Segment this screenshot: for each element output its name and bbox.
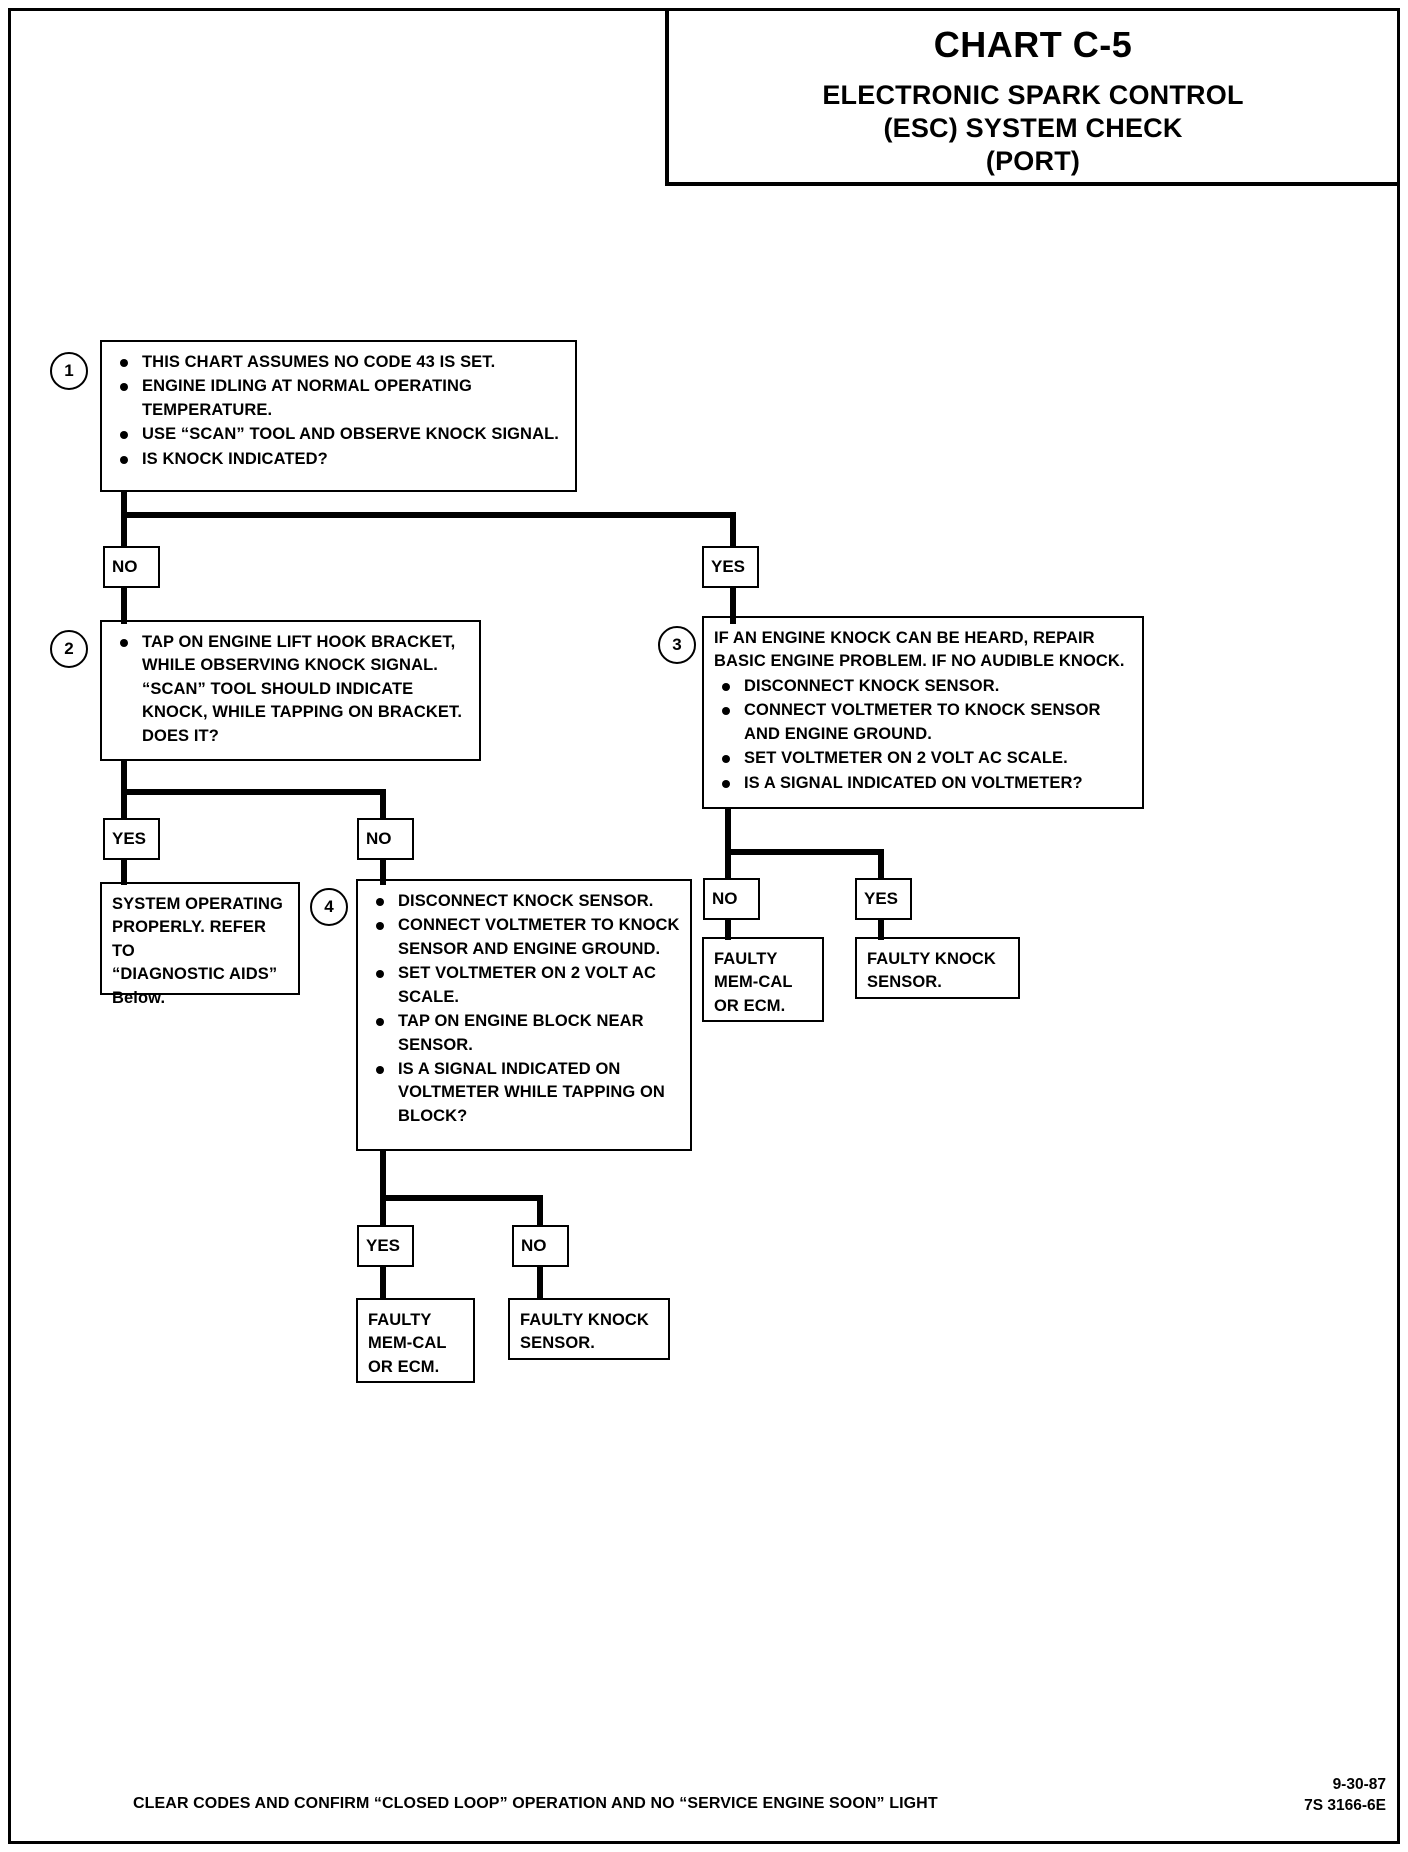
connector-step2-no-to-step4 [380, 858, 386, 885]
connector-step3-yes-to-result [878, 918, 884, 940]
step-4-box: DISCONNECT KNOCK SENSOR. CONNECT VOLTMET… [356, 879, 692, 1151]
connector-step3-down [725, 809, 731, 853]
step-3-item: CONNECT VOLTMETER TO KNOCK SENSOR AND EN… [714, 699, 1134, 746]
title-block: CHART C-5 ELECTRONIC SPARK CONTROL (ESC)… [665, 11, 1397, 186]
connector-step2-no-down [380, 789, 386, 822]
connector-step1-no-down [121, 512, 127, 555]
step-1-item: ENGINE IDLING AT NORMAL OPERATING TEMPER… [112, 375, 567, 422]
step-3-item: SET VOLTMETER ON 2 VOLT AC SCALE. [714, 747, 1134, 770]
system-operating-properly-text: SYSTEM OPERATING PROPERLY. REFER TO “DIA… [112, 895, 283, 1007]
step-number-2: 2 [50, 630, 88, 668]
step-4-item: TAP ON ENGINE BLOCK NEAR SENSOR. [368, 1010, 682, 1057]
connector-yes-to-step3 [730, 586, 736, 624]
step-4-item: DISCONNECT KNOCK SENSOR. [368, 890, 682, 913]
connector-step4-bus [380, 1195, 543, 1201]
system-operating-properly-box: SYSTEM OPERATING PROPERLY. REFER TO “DIA… [100, 882, 300, 1007]
connector-step2-yes-to-result [121, 858, 127, 885]
connector-step4-no-to-result [537, 1265, 543, 1300]
tag-step2-no: NO [357, 818, 414, 860]
connector-step4-no-down [537, 1195, 543, 1229]
tag-step4-no: NO [512, 1225, 569, 1267]
step-3-lead-text: IF AN ENGINE KNOCK CAN BE HEARD, REPAIR … [714, 629, 1125, 671]
step4-yes-result-box: FAULTY MEM-CAL OR ECM. [356, 1298, 475, 1383]
step-3-item: IS A SIGNAL INDICATED ON VOLTMETER? [714, 772, 1134, 795]
page-border [8, 8, 1400, 1844]
step-3-box: IF AN ENGINE KNOCK CAN BE HEARD, REPAIR … [702, 616, 1144, 809]
connector-step1-yes-down [730, 512, 736, 555]
connector-step2-bus [121, 789, 386, 795]
connector-step3-no-to-result [725, 918, 731, 940]
connector-step1-down [121, 492, 127, 515]
tag-step1-yes: YES [702, 546, 759, 588]
connector-step4-yes-down [380, 1195, 386, 1229]
tag-step3-yes: YES [855, 878, 912, 920]
connector-no-to-step2 [121, 586, 127, 624]
connector-step3-bus [725, 849, 884, 855]
tag-step2-yes: YES [103, 818, 160, 860]
step-number-4: 4 [310, 888, 348, 926]
connector-step3-yes-down [878, 849, 884, 885]
step3-yes-result-box: FAULTY KNOCK SENSOR. [855, 937, 1020, 999]
tag-step4-yes: YES [357, 1225, 414, 1267]
connector-step1-bus [121, 512, 736, 518]
chart-title-line-2: (ESC) SYSTEM CHECK [883, 112, 1183, 143]
step4-no-result-text: FAULTY KNOCK SENSOR. [520, 1311, 649, 1353]
connector-step4-yes-to-result [380, 1265, 386, 1300]
chart-id: CHART C-5 [933, 24, 1133, 65]
step4-no-result-box: FAULTY KNOCK SENSOR. [508, 1298, 670, 1360]
step3-no-result-text: FAULTY MEM-CAL OR ECM. [714, 950, 793, 1015]
connector-step4-down [380, 1151, 386, 1199]
chart-title-line-1: ELECTRONIC SPARK CONTROL [822, 80, 1244, 110]
step4-yes-result-text: FAULTY MEM-CAL OR ECM. [368, 1311, 447, 1376]
tag-step3-no: NO [703, 878, 760, 920]
step3-yes-result-text: FAULTY KNOCK SENSOR. [867, 950, 996, 992]
step-number-1: 1 [50, 352, 88, 390]
step-2-item: TAP ON ENGINE LIFT HOOK BRACKET, WHILE O… [112, 631, 471, 748]
step3-no-result-box: FAULTY MEM-CAL OR ECM. [702, 937, 824, 1022]
connector-step2-yes-down [121, 789, 127, 822]
chart-title-line-3: (PORT) [985, 145, 1081, 176]
connector-step2-down [121, 761, 127, 793]
step-1-item: IS KNOCK INDICATED? [112, 448, 567, 471]
step-1-item: THIS CHART ASSUMES NO CODE 43 IS SET. [112, 351, 567, 374]
step-3-item: DISCONNECT KNOCK SENSOR. [714, 675, 1134, 698]
step-4-item: CONNECT VOLTMETER TO KNOCK SENSOR AND EN… [368, 914, 682, 961]
footer-note: CLEAR CODES AND CONFIRM “CLOSED LOOP” OP… [133, 1795, 938, 1812]
step-4-item: SET VOLTMETER ON 2 VOLT AC SCALE. [368, 962, 682, 1009]
step-1-box: THIS CHART ASSUMES NO CODE 43 IS SET. EN… [100, 340, 577, 492]
connector-step3-no-down [725, 849, 731, 885]
step-2-box: TAP ON ENGINE LIFT HOOK BRACKET, WHILE O… [100, 620, 481, 761]
step-number-3: 3 [658, 626, 696, 664]
tag-step1-no: NO [103, 546, 160, 588]
step-4-item: IS A SIGNAL INDICATED ON VOLTMETER WHILE… [368, 1058, 682, 1128]
step-1-item: USE “SCAN” TOOL AND OBSERVE KNOCK SIGNAL… [112, 423, 567, 446]
